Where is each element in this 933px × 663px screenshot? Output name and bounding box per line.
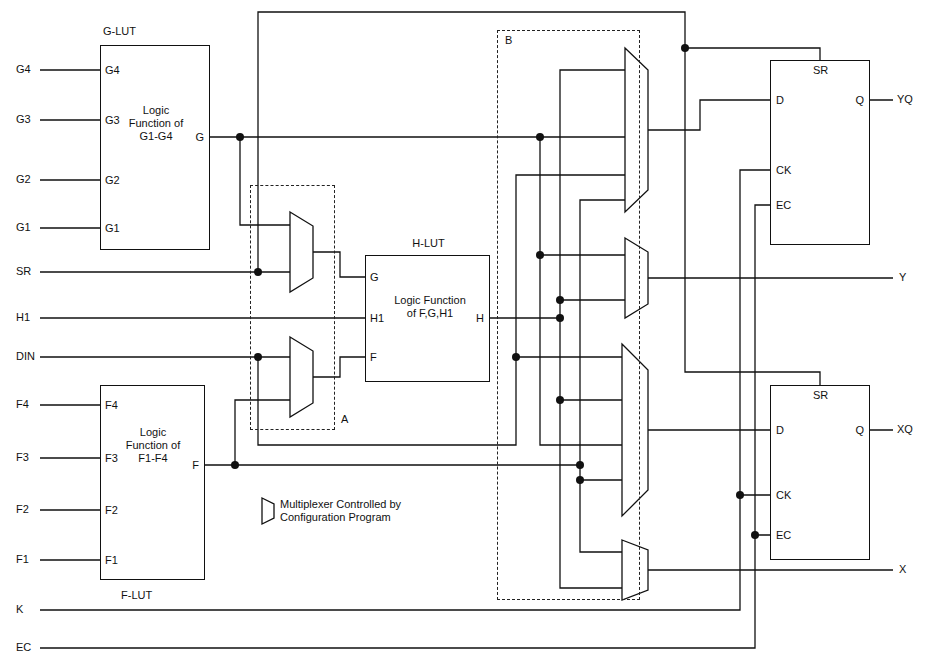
legend-text: Multiplexer Controlled by Configuration … xyxy=(280,498,415,524)
multiplexer-symbol xyxy=(625,238,648,318)
input-wire xyxy=(40,405,100,560)
junction-dot xyxy=(236,133,244,141)
pin-label: D xyxy=(776,424,784,437)
signal-label: G2 xyxy=(16,173,31,186)
multiplexer-symbol xyxy=(290,337,313,417)
signal-label: F4 xyxy=(16,398,29,411)
pin-label: Q xyxy=(855,424,864,437)
pin-label: H xyxy=(476,312,484,325)
region-label: B xyxy=(505,34,512,47)
junction-dot xyxy=(254,353,262,361)
multiplexer-symbol xyxy=(625,48,648,212)
pin-label: G2 xyxy=(105,174,120,187)
function-text: Logic Function of G1-G4 xyxy=(125,104,187,143)
pin-label: F1 xyxy=(105,554,118,567)
h-wire xyxy=(490,317,560,318)
pin-label: F xyxy=(370,351,377,364)
lut-box: F4F3F2F1Logic Function of F1-F4FF-LUT xyxy=(100,385,205,580)
multiplexer-symbol xyxy=(622,344,648,516)
junction-dot xyxy=(231,461,239,469)
pin-label: H1 xyxy=(370,312,384,325)
pin-label: G xyxy=(370,271,379,284)
junction-dot xyxy=(254,268,262,276)
signal-label: F1 xyxy=(16,553,29,566)
lut-box: H-LUTGH1FLogic Function of F,G,H1H xyxy=(365,255,490,382)
pin-label: CK xyxy=(776,164,791,177)
junction-dot xyxy=(536,133,544,141)
output-wire xyxy=(870,100,893,430)
pin-label: EC xyxy=(776,199,791,212)
pin-label: F3 xyxy=(105,452,118,465)
signal-label: G1 xyxy=(16,221,31,234)
signal-label: Y xyxy=(899,271,906,284)
junction-dot xyxy=(512,353,520,361)
signal-label: G3 xyxy=(16,113,31,126)
g-wire xyxy=(210,137,625,225)
signal-label: X xyxy=(899,563,906,576)
heading: G-LUT xyxy=(103,25,136,38)
legend-multiplexer-symbol xyxy=(262,498,274,524)
junction-dot xyxy=(576,461,584,469)
flip-flop-box: SR D Q CK EC xyxy=(770,385,870,560)
multiplexer-symbol xyxy=(290,212,313,292)
function-text: Logic Function of F,G,H1 xyxy=(394,294,466,320)
junction-dot xyxy=(556,314,564,322)
pin-label: G xyxy=(195,131,204,144)
junction-dots xyxy=(231,44,759,539)
signal-label: XQ xyxy=(897,423,913,436)
junction-dot xyxy=(736,491,744,499)
pin-label: SR xyxy=(813,64,828,77)
enable-wire xyxy=(40,205,770,648)
h1-wire xyxy=(40,317,365,318)
sr-wire xyxy=(40,12,820,385)
pin-label: G4 xyxy=(105,64,120,77)
input-wire xyxy=(40,70,100,228)
function-text: Logic Function of F1-F4 xyxy=(123,426,183,465)
multiplexer-symbol xyxy=(622,540,648,600)
pin-label: Q xyxy=(855,94,864,107)
signal-label: H1 xyxy=(16,311,30,324)
signal-label: F3 xyxy=(16,451,29,464)
pin-label: F4 xyxy=(105,399,118,412)
pin-label: G1 xyxy=(105,222,120,235)
pin-label: F2 xyxy=(105,504,118,517)
junction-dot xyxy=(681,44,689,52)
signal-label: DIN xyxy=(16,350,35,363)
mux-output-wire xyxy=(313,252,365,377)
junction-dot xyxy=(576,476,584,484)
junction-dot xyxy=(556,396,564,404)
pin-label: F xyxy=(192,459,199,472)
junction-dot xyxy=(536,251,544,259)
region-label: A xyxy=(341,413,348,426)
pin-label: G3 xyxy=(105,114,120,127)
dashed-region: A xyxy=(250,185,335,430)
junction-dot xyxy=(556,296,564,304)
heading: F-LUT xyxy=(121,589,152,602)
signal-label: F2 xyxy=(16,503,29,516)
pin-label: CK xyxy=(776,489,791,502)
f-bus xyxy=(580,200,625,552)
pin-label: EC xyxy=(776,529,791,542)
lut-box: G-LUTG4G3G2G1Logic Function of G1-G4G xyxy=(100,45,210,250)
pin-label: D xyxy=(776,94,784,107)
signal-label: K xyxy=(16,603,23,616)
wires xyxy=(40,12,893,648)
junction-dot xyxy=(751,531,759,539)
flip-flop-box: SR D Q CK EC xyxy=(770,60,870,245)
dashed-region: B xyxy=(497,30,640,600)
signal-label: YQ xyxy=(897,93,913,106)
signal-label: SR xyxy=(16,265,31,278)
h-bus xyxy=(560,70,625,588)
g-bus xyxy=(540,137,625,445)
multiplexers xyxy=(262,48,648,600)
f-wire xyxy=(205,400,580,465)
signal-label: EC xyxy=(16,641,31,654)
pin-label: SR xyxy=(813,389,828,402)
heading: H-LUT xyxy=(366,237,491,250)
signal-label: G4 xyxy=(16,63,31,76)
